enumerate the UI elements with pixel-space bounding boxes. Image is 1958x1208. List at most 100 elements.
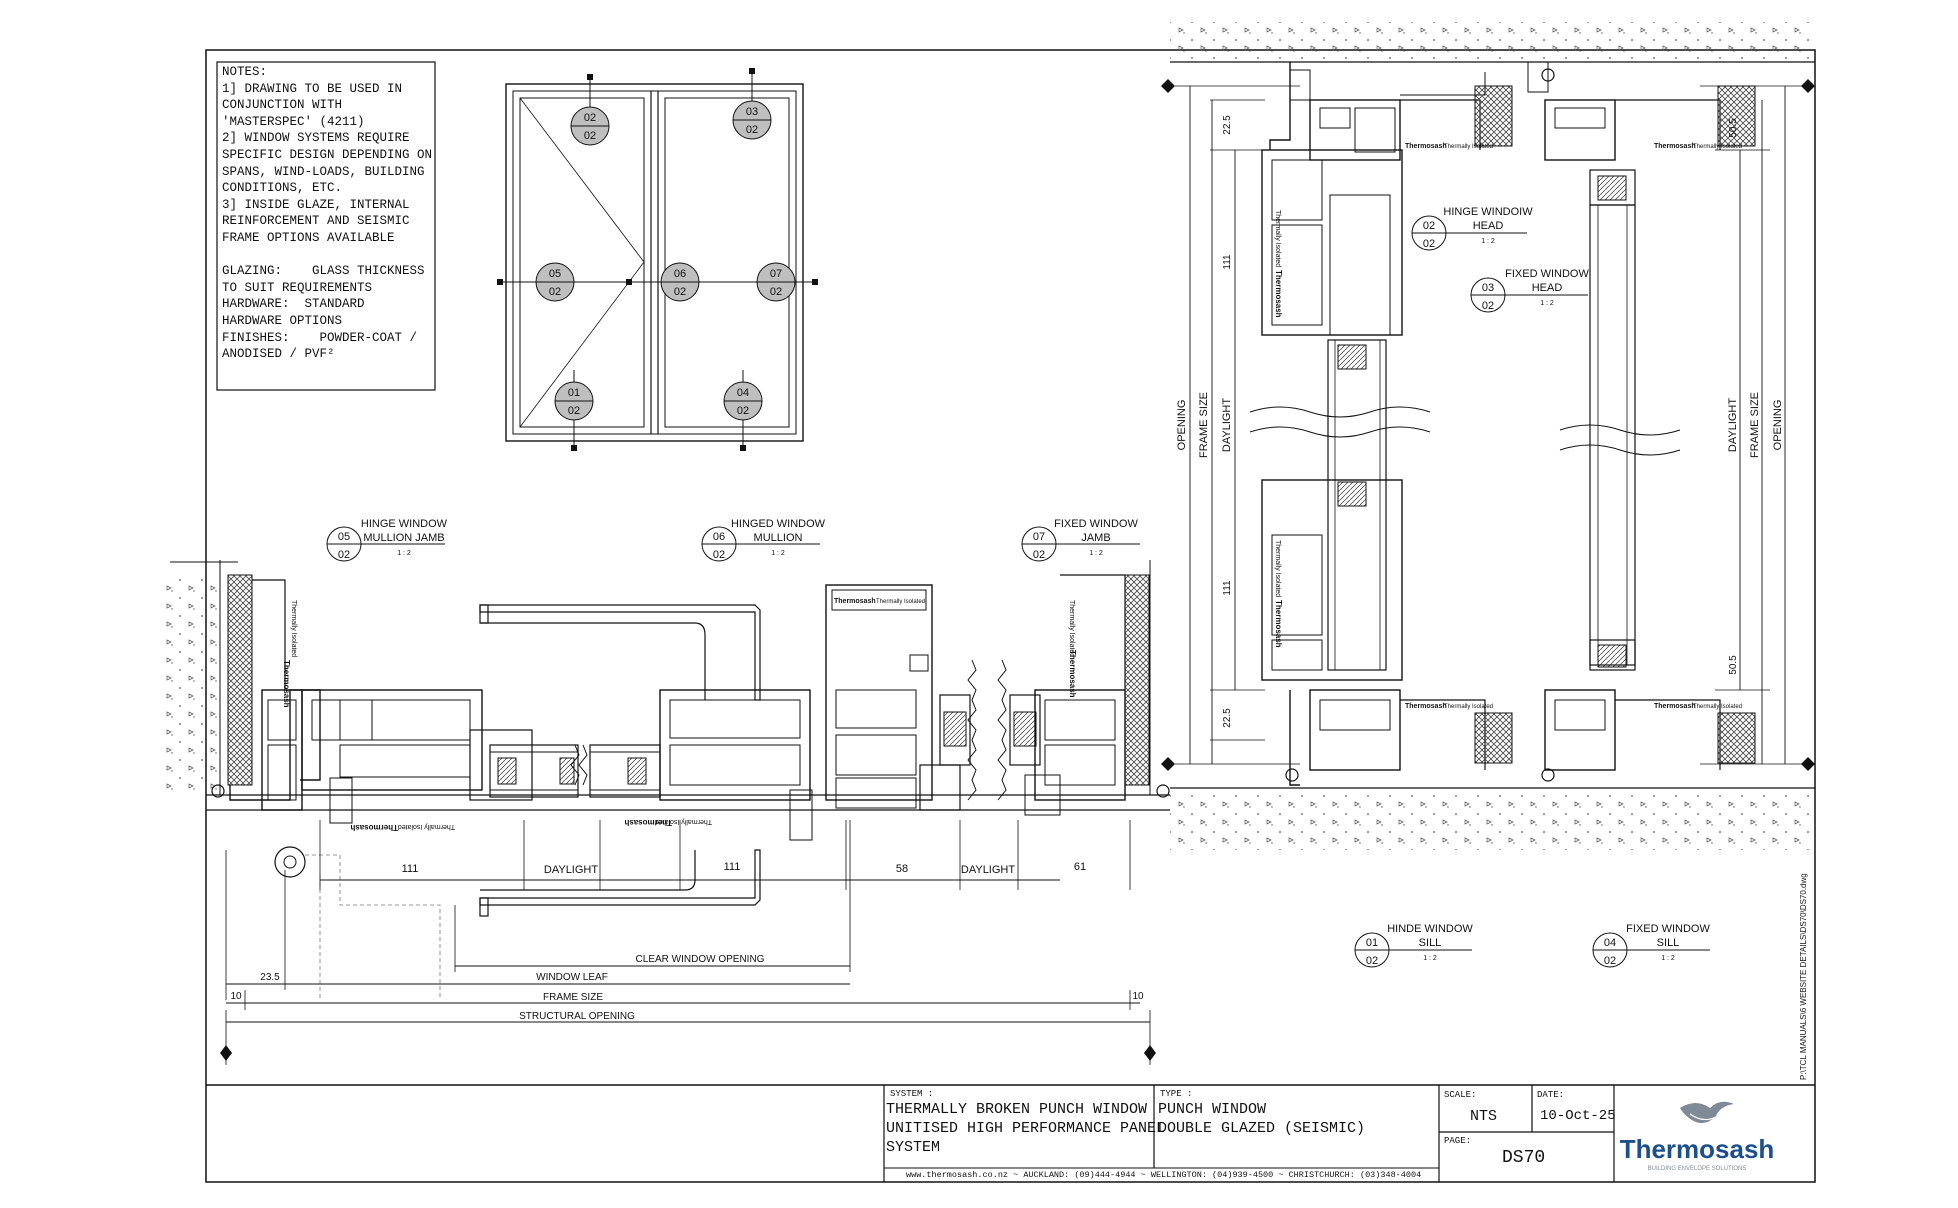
dim-111: 111 bbox=[1222, 580, 1233, 596]
notes-block: NOTES: 1] DRAWING TO BE USED IN CONJUNCT… bbox=[222, 64, 432, 363]
callout-sheet: 02 bbox=[338, 549, 350, 561]
logo-text: Thermosash bbox=[1620, 1134, 1775, 1164]
dim-daylight: DAYLIGHT bbox=[1221, 398, 1233, 452]
profile-brand: Thermosash bbox=[1405, 143, 1447, 150]
type-line-2: DOUBLE GLAZED (SEISMIC) bbox=[1158, 1120, 1366, 1137]
dim-daylight: DAYLIGHT bbox=[961, 864, 1015, 876]
callout-title: FIXED WINDOW bbox=[1505, 268, 1589, 280]
vertical-section: Thermosash Thermally Isolated Thermally … bbox=[1161, 22, 1815, 850]
dim-window-leaf: WINDOW LEAF bbox=[536, 972, 608, 983]
profile-brand: Thermosash bbox=[1274, 270, 1283, 318]
dim-111: 111 bbox=[402, 863, 419, 875]
callout-num: 04 bbox=[1604, 937, 1616, 949]
dim-frame-size: FRAME SIZE bbox=[1198, 392, 1210, 458]
marker-sheet: 02 bbox=[674, 286, 686, 298]
elevation-marker-01: 01 02 bbox=[554, 381, 594, 421]
notes-line: FINISHES: POWDER-COAT / bbox=[222, 330, 418, 345]
notes-line: REINFORCEMENT AND SEISMIC bbox=[222, 214, 410, 229]
notes-line: ANODISED / PVF² bbox=[222, 347, 335, 362]
profile-tag: Thermally Isolated bbox=[1274, 210, 1281, 267]
notes-line: CONJUNCTION WITH bbox=[222, 98, 343, 113]
dim-23-5: 23.5 bbox=[260, 972, 280, 983]
notes-line: 3] INSIDE GLAZE, INTERNAL bbox=[222, 197, 410, 212]
callout-title: FIXED WINDOW bbox=[1054, 518, 1138, 530]
marker-num: 04 bbox=[737, 387, 749, 399]
dim-opening: OPENING bbox=[1176, 400, 1188, 451]
marker-sheet: 02 bbox=[746, 124, 758, 136]
callout-sheet: 02 bbox=[713, 549, 725, 561]
horizontal-dimensions: 111 DAYLIGHT 111 58 DAYLIGHT 61 CLEAR WI… bbox=[220, 820, 1156, 1065]
notes-line: SPANS, WIND-LOADS, BUILDING bbox=[222, 164, 425, 179]
profile-brand: Thermosash bbox=[1274, 600, 1283, 648]
notes-heading: NOTES: bbox=[222, 65, 268, 79]
profile-tag: Thermally Isolated bbox=[1068, 600, 1075, 657]
elevation-marker-06: 06 02 bbox=[660, 262, 700, 302]
dim-111: 111 bbox=[1222, 254, 1233, 270]
profile-tag: Thermally Isolated bbox=[290, 600, 297, 657]
profile-brand: Thermosash bbox=[1654, 143, 1696, 150]
callout-03-head: 03 02 FIXED WINDOW HEAD 1 : 2 bbox=[1470, 268, 1589, 313]
marker-sheet: 02 bbox=[737, 405, 749, 417]
page-label: PAGE: bbox=[1444, 1136, 1472, 1146]
dim-daylight: DAYLIGHT bbox=[1727, 398, 1739, 452]
profile-brand: Thermosash bbox=[1068, 650, 1077, 698]
marker-num: 01 bbox=[568, 387, 580, 399]
marker-num: 05 bbox=[549, 268, 561, 280]
marker-sheet: 02 bbox=[568, 405, 580, 417]
callout-sheet: 02 bbox=[1482, 300, 1494, 312]
notes-line: FRAME OPTIONS AVAILABLE bbox=[222, 230, 395, 245]
elevation-marker-04: 04 02 bbox=[723, 381, 763, 421]
type-label: TYPE : bbox=[1160, 1089, 1193, 1099]
profile-brand: Thermosash bbox=[350, 823, 398, 832]
sheet-border bbox=[205, 49, 1816, 1183]
vertical-dimensions: OPENING FRAME SIZE DAYLIGHT 22.5 111 111… bbox=[1176, 86, 1786, 764]
elevation-marker-05: 05 02 bbox=[535, 262, 575, 302]
logo-tagline: BUILDING ENVELOPE SOLUTIONS bbox=[1648, 1166, 1747, 1172]
callout-title: HINDE WINDOW bbox=[1387, 923, 1473, 935]
profile-brand: Thermosash bbox=[624, 818, 672, 827]
system-line-2: UNITISED HIGH PERFORMANCE PANEL bbox=[886, 1120, 1166, 1137]
elevation-marker-02: 02 02 bbox=[570, 106, 610, 146]
elevation-marker-07: 07 02 bbox=[756, 262, 796, 302]
callout-05-mullion-jamb: 05 02 HINGE WINDOW MULLION JAMB 1 : 2 bbox=[326, 518, 448, 562]
profile-brand: Thermosash bbox=[282, 660, 291, 708]
scale-value: NTS bbox=[1470, 1108, 1498, 1125]
notes-line: HARDWARE OPTIONS bbox=[222, 313, 343, 328]
profile-brand: Thermosash bbox=[1654, 703, 1696, 710]
dim-structural-opening: STRUCTURAL OPENING bbox=[519, 1011, 635, 1022]
callout-scale: 1 : 2 bbox=[1089, 550, 1103, 557]
profile-brand: Thermosash bbox=[834, 598, 876, 605]
callout-04-sill: 04 02 FIXED WINDOW SILL 1 : 2 bbox=[1592, 923, 1710, 968]
type-line-1: PUNCH WINDOW bbox=[1158, 1101, 1267, 1118]
callout-title: HINGE WINDOIW bbox=[1443, 206, 1533, 218]
marker-num: 06 bbox=[674, 268, 686, 280]
callout-scale: 1 : 2 bbox=[1481, 238, 1495, 245]
profile-tag: Thermally Isolated bbox=[876, 599, 925, 605]
callout-num: 01 bbox=[1366, 937, 1378, 949]
profile-tag: Thermally Isolated bbox=[1693, 144, 1742, 150]
dim-22-5: 22.5 bbox=[1222, 115, 1233, 135]
notes-line bbox=[222, 247, 430, 264]
callout-num: 02 bbox=[1423, 220, 1435, 232]
callout-06-mullion: 06 02 HINGED WINDOW MULLION 1 : 2 bbox=[701, 518, 826, 562]
dim-frame-size: FRAME SIZE bbox=[1749, 392, 1761, 458]
callout-title: MULLION bbox=[754, 532, 803, 544]
callout-title: MULLION JAMB bbox=[363, 532, 444, 544]
file-path: P:\TCL MANUALS\6 WEBSITE DETAILS\DS70\DS… bbox=[1799, 873, 1808, 1080]
profile-tag: Thermally Isolated bbox=[1693, 704, 1742, 710]
callout-sheet: 02 bbox=[1423, 238, 1435, 250]
callout-num: 05 bbox=[338, 531, 350, 543]
marker-num: 03 bbox=[746, 106, 758, 118]
callout-title: SILL bbox=[1419, 937, 1442, 949]
notes-line: TO SUIT REQUIREMENTS bbox=[222, 280, 373, 295]
callout-scale: 1 : 2 bbox=[771, 550, 785, 557]
date-label: DATE: bbox=[1537, 1090, 1565, 1100]
callout-title: HEAD bbox=[1473, 220, 1504, 232]
profile-tag: Thermally Isolated bbox=[1444, 144, 1493, 150]
dim-58: 58 bbox=[896, 863, 908, 875]
callout-num: 06 bbox=[713, 531, 725, 543]
marker-num: 02 bbox=[584, 112, 596, 124]
callout-num: 07 bbox=[1033, 531, 1045, 543]
callout-sheet: 02 bbox=[1366, 955, 1378, 967]
callout-title: SILL bbox=[1657, 937, 1680, 949]
